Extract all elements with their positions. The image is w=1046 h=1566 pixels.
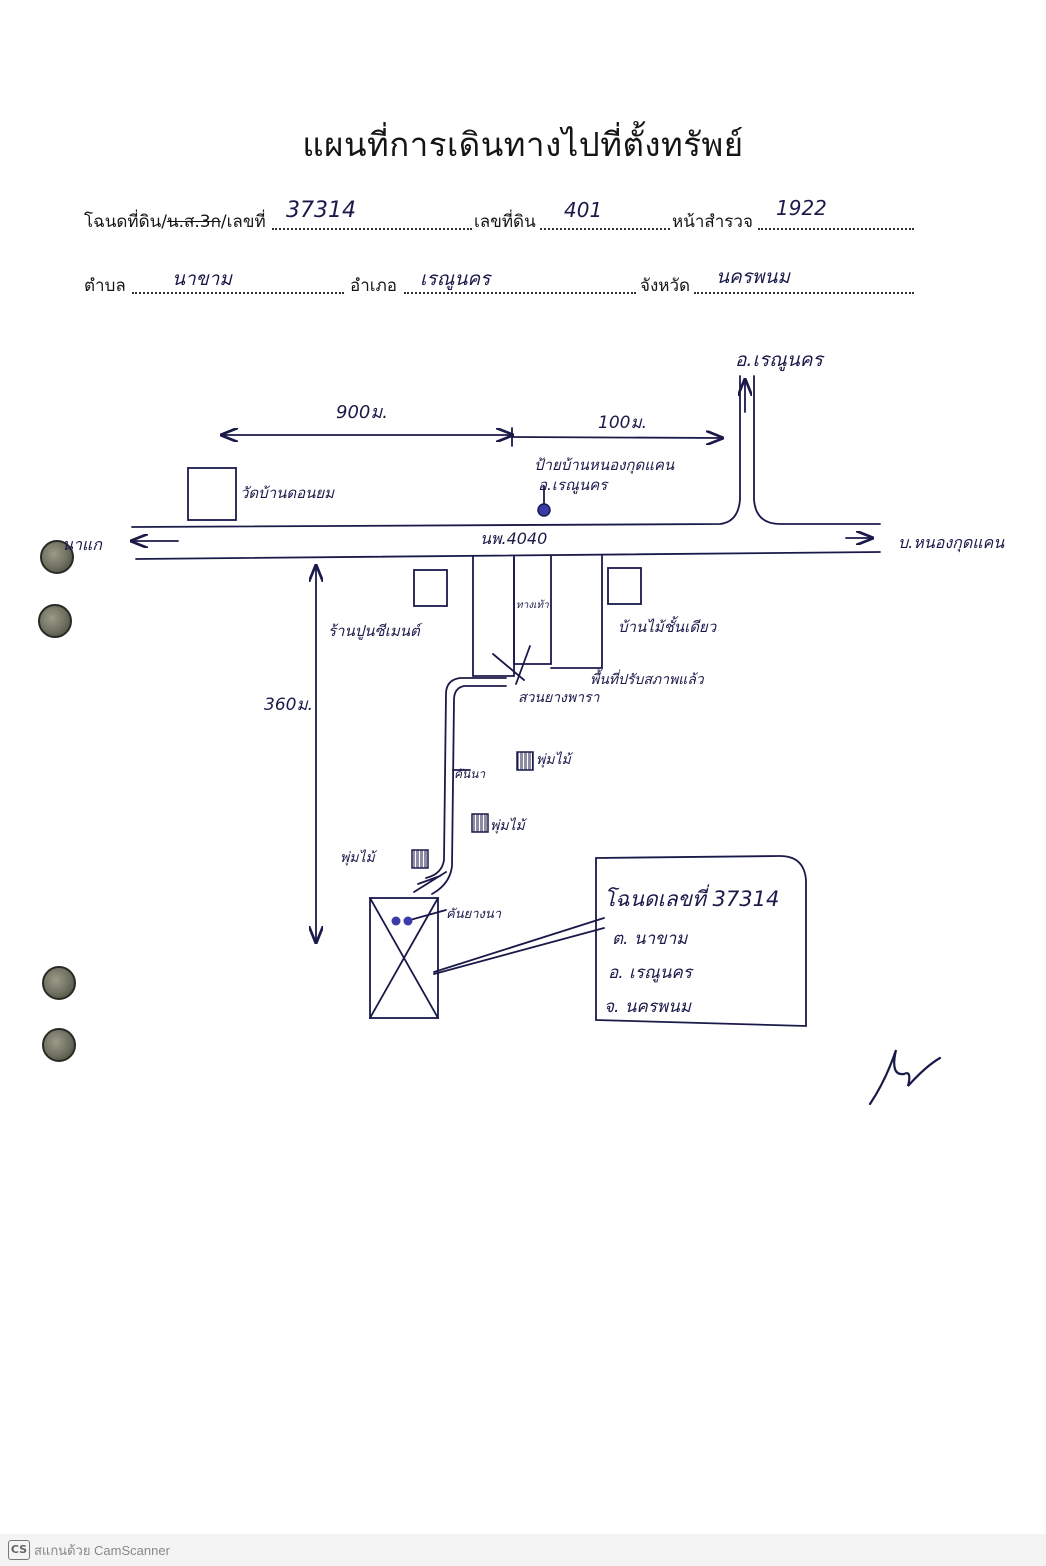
deed-label-text: โฉนดที่ดิน/ bbox=[84, 212, 167, 232]
scanner-watermark-text: สแกนด้วย CamScanner bbox=[34, 1543, 170, 1558]
label-temple: วัดบ้านดอนยม bbox=[240, 484, 335, 502]
label-bush-1: พุ่มไม้ bbox=[536, 751, 574, 768]
label-sign-2: อ.เรณูนคร bbox=[538, 476, 609, 494]
land-no-label: เลขที่ดิน bbox=[474, 212, 536, 232]
sign-marker bbox=[537, 503, 551, 517]
label-to-left: นาแก bbox=[62, 535, 103, 554]
signature bbox=[868, 1049, 942, 1106]
callout-line-2: ต. นาขาม bbox=[612, 929, 688, 949]
survey-page-value: 1922 bbox=[776, 196, 827, 220]
district-value: เรณูนคร bbox=[420, 268, 491, 290]
scanner-footer bbox=[0, 1534, 1046, 1566]
well-marker-2 bbox=[403, 916, 413, 926]
binder-hole-2 bbox=[38, 604, 72, 638]
label-lane: ทางเท้า bbox=[516, 599, 549, 611]
deed-label-strike: น.ส.3ก bbox=[166, 212, 221, 232]
binder-hole-1 bbox=[40, 540, 74, 574]
survey-page-line bbox=[758, 228, 914, 230]
well-marker-1 bbox=[391, 916, 401, 926]
bush-icon bbox=[471, 813, 489, 833]
label-cement-shop: ร้านปูนซีเมนต์ bbox=[328, 622, 423, 640]
label-bush-2: พุ่มไม้ bbox=[490, 817, 528, 834]
label-to-district: อ.เรณูนคร bbox=[735, 349, 825, 371]
label-distance-900: 900ม. bbox=[336, 402, 388, 423]
land-no-line bbox=[540, 228, 670, 230]
binder-hole-4 bbox=[42, 1028, 76, 1062]
lane-left bbox=[472, 555, 515, 677]
province-value: นครพนม bbox=[716, 266, 790, 288]
deed-no-line bbox=[272, 228, 472, 230]
lane-right bbox=[550, 555, 603, 669]
district-line bbox=[404, 292, 636, 294]
wooden-house-building bbox=[607, 567, 642, 605]
temple-building bbox=[187, 467, 237, 521]
deed-label-number: /เลขที่ bbox=[220, 212, 266, 232]
road-branch-edge bbox=[753, 375, 881, 525]
land-no-value: 401 bbox=[564, 198, 603, 222]
label-distance-100: 100ม. bbox=[598, 413, 647, 433]
province-label: จังหวัด bbox=[640, 276, 691, 296]
province-line bbox=[694, 292, 914, 294]
label-distance-360: 360ม. bbox=[264, 695, 313, 715]
label-dike: คันนา bbox=[454, 767, 486, 781]
lane-middle bbox=[513, 555, 552, 665]
label-rubber-garden: สวนยางพารา bbox=[518, 690, 600, 706]
callout-box bbox=[595, 855, 807, 1027]
distance-100-line bbox=[511, 437, 722, 438]
camscanner-logo: CS bbox=[8, 1540, 30, 1560]
label-dike-path: คันยางนา bbox=[446, 907, 502, 922]
road-top-edge bbox=[131, 375, 741, 528]
path-bridge bbox=[413, 871, 447, 893]
pointer-garden-b bbox=[515, 645, 531, 685]
deed-no-value: 37314 bbox=[286, 198, 356, 223]
callout-line-4: จ. นครพนม bbox=[604, 997, 692, 1017]
label-to-right: บ.หนองกุดแคน bbox=[898, 533, 1005, 553]
callout-pointer bbox=[433, 917, 605, 975]
survey-page-label: หน้าสำรวจ bbox=[672, 212, 753, 232]
label-bush-3: พุ่มไม้ bbox=[340, 849, 378, 866]
label-wooden-house: บ้านไม้ชั้นเดียว bbox=[618, 616, 718, 636]
pointer-dike-path bbox=[409, 909, 447, 921]
subdistrict-line bbox=[132, 292, 344, 294]
binder-hole-3 bbox=[42, 966, 76, 1000]
access-path-a bbox=[425, 677, 507, 879]
label-gravel-area: พื้นที่ปรับสภาพแล้ว bbox=[590, 669, 705, 688]
bush-icon bbox=[516, 751, 534, 771]
callout-line-3: อ. เรณูนคร bbox=[608, 963, 694, 983]
property-cross bbox=[369, 897, 439, 1019]
label-road-name: นพ.4040 bbox=[480, 529, 547, 548]
deed-label: โฉนดที่ดิน/น.ส.3ก/เลขที่ bbox=[84, 208, 266, 235]
bush-icon bbox=[411, 849, 429, 869]
label-sign-1: ป้ายบ้านหนองกุดแคน bbox=[534, 456, 675, 474]
property-plot bbox=[369, 897, 439, 1019]
district-label: อำเภอ bbox=[350, 276, 397, 296]
callout-line-1: โฉนดเลขที่ 37314 bbox=[604, 884, 779, 911]
cement-shop-building bbox=[413, 569, 448, 607]
access-path-b bbox=[431, 685, 507, 895]
subdistrict-label: ตำบล bbox=[84, 276, 126, 296]
page-title: แผนที่การเดินทางไปที่ตั้งทรัพย์ bbox=[302, 125, 744, 164]
subdistrict-value: นาขาม bbox=[172, 268, 232, 290]
road-bottom-edge bbox=[135, 551, 881, 560]
